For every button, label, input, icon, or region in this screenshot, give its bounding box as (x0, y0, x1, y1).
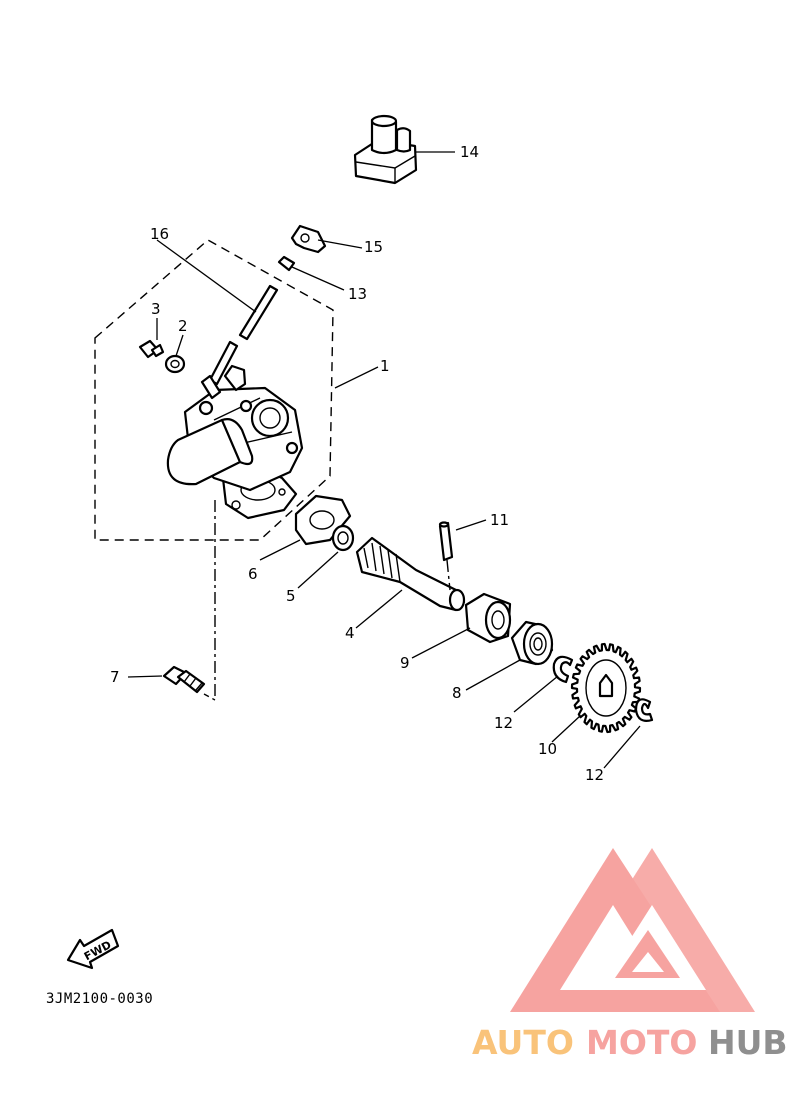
part-15-block (353, 114, 418, 185)
part-2-washer (164, 354, 186, 374)
callout-8: 8 (452, 684, 462, 702)
logo-word-hub: HUB (708, 1023, 788, 1062)
part-9-collar (464, 592, 512, 644)
callout-16: 16 (150, 225, 169, 243)
logo-word-moto: MOTO (586, 1023, 697, 1062)
part-4-shaft (355, 536, 466, 612)
callout-6: 6 (248, 565, 258, 583)
part-11-pin (438, 521, 454, 562)
callout-12-rear: 12 (585, 766, 604, 784)
callout-4: 4 (345, 624, 355, 642)
part-10-driven-gear (570, 642, 642, 734)
fwd-arrow-icon: FWD (66, 928, 120, 970)
logo-word-auto: AUTO (472, 1023, 574, 1062)
part-7-bolt (162, 665, 206, 694)
pin-alignment-line (446, 559, 451, 591)
bolt-alignment-line (203, 500, 216, 702)
callout-7: 7 (110, 668, 120, 686)
callout-10: 10 (538, 740, 557, 758)
callout-11: 11 (490, 511, 509, 529)
automotohub-wordmark: AUTO MOTO HUB (472, 1023, 788, 1062)
leader-lines (127, 151, 641, 769)
part-14-clip (290, 224, 327, 254)
callout-9: 9 (400, 654, 410, 672)
part-12-circlip-front (552, 655, 574, 684)
callout-12-front: 12 (494, 714, 513, 732)
callout-13: 13 (348, 285, 367, 303)
part-16-hose (208, 284, 279, 386)
part-1-oil-pump (166, 364, 304, 520)
part-8-bearing (510, 620, 554, 666)
drawing-code: 3JM2100-0030 (46, 991, 153, 1007)
assembly-boundary-dashed (94, 239, 334, 541)
part-5-washer (331, 524, 355, 552)
part-12-circlip-rear (634, 698, 654, 722)
callout-15: 14 (460, 143, 479, 161)
callout-14: 15 (364, 238, 383, 256)
callout-1: 1 (380, 357, 390, 375)
callout-2: 2 (178, 317, 188, 335)
callout-3: 3 (151, 300, 161, 318)
automotohub-logo-mark (510, 848, 755, 1012)
part-3-screw (138, 339, 165, 359)
callout-labels: 14 15 13 16 3 2 1 6 5 4 11 9 8 12 10 12 … (110, 143, 604, 784)
part-13-sleeve (277, 255, 296, 272)
callout-5: 5 (286, 587, 296, 605)
